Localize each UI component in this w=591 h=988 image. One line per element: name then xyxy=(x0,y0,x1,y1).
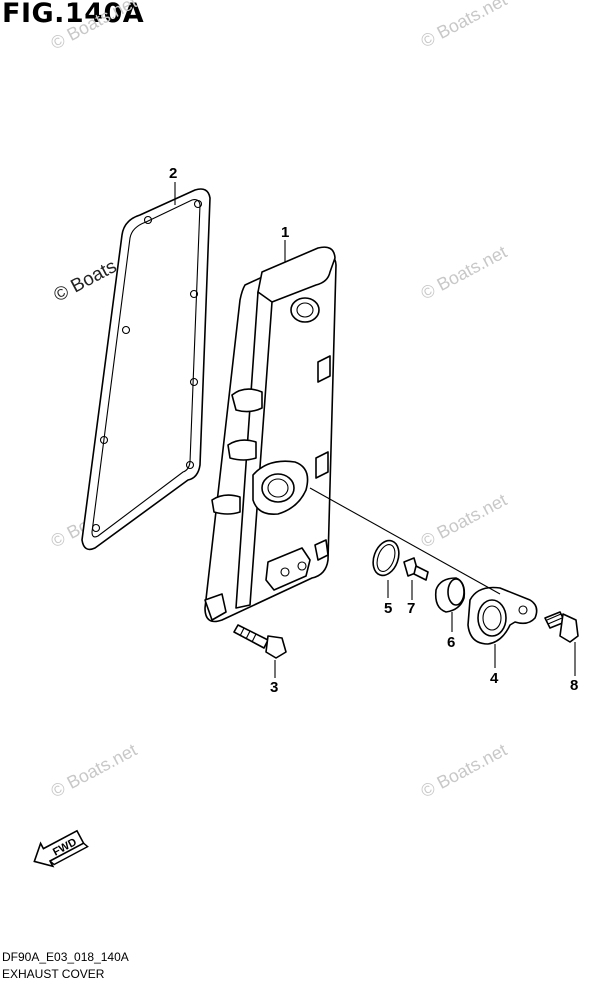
footer-figure-code: DF90A_E03_018_140A xyxy=(2,950,129,964)
watermark: © Boats.net xyxy=(417,490,510,552)
watermark: © Boats.net xyxy=(47,0,140,54)
fwd-arrow: FWD xyxy=(33,829,89,868)
watermark: © Boats.net xyxy=(417,242,510,304)
screw-part[interactable] xyxy=(403,557,429,581)
footer-figure-name: EXHAUST COVER xyxy=(2,967,105,981)
gasket-part[interactable] xyxy=(81,188,211,551)
callout-number: 4 xyxy=(490,670,499,687)
collar-part[interactable] xyxy=(434,577,466,613)
callout-number: 1 xyxy=(281,224,289,241)
exhaust-cover-part[interactable] xyxy=(204,246,337,623)
callout-number: 3 xyxy=(270,679,278,696)
fwd-label: FWD xyxy=(51,836,79,858)
callout-number: 5 xyxy=(384,600,392,617)
watermark: © Boats.net xyxy=(417,740,510,802)
bolt-part[interactable] xyxy=(233,624,287,659)
flange-part[interactable] xyxy=(467,586,538,645)
watermark: © Boats.net xyxy=(47,740,140,802)
callout-number: 2 xyxy=(169,165,177,182)
watermark: © Boats.net xyxy=(417,0,510,52)
callout-number: 8 xyxy=(570,677,578,694)
figure-title: FIG.140A xyxy=(2,0,145,29)
callouts: 2 1 3 5 7 6 4 8 xyxy=(169,165,578,696)
leader-lines xyxy=(174,182,576,678)
o-ring-part[interactable] xyxy=(369,537,404,579)
callout-number: 6 xyxy=(447,634,455,651)
callout-number: 7 xyxy=(407,600,415,617)
bolt-part[interactable] xyxy=(544,611,579,643)
